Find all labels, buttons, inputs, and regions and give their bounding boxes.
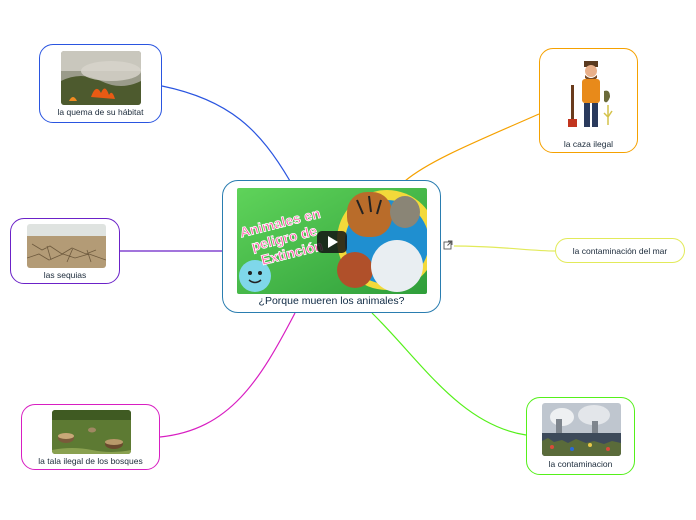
central-video-thumbnail[interactable]: Animales en peligro de Extinción — [237, 188, 427, 294]
link-caza — [404, 113, 540, 182]
hunter-image — [564, 55, 616, 135]
node-contaminacion[interactable]: la contaminacion — [526, 397, 635, 475]
node-label: la contaminacion — [548, 459, 613, 469]
node-tala[interactable]: la tala ilegal de los bosques — [21, 404, 160, 470]
node-caza[interactable]: la caza ilegal — [539, 48, 638, 153]
link-contaminacion — [371, 312, 527, 436]
node-label: las sequias — [43, 270, 87, 280]
drought-image — [27, 224, 106, 268]
node-label: la tala ilegal de los bosques — [38, 456, 143, 466]
link-tala — [159, 312, 296, 438]
central-node[interactable]: Animales en peligro de Extinción ¿Porque… — [222, 180, 441, 313]
fire-image — [61, 51, 141, 105]
link-quema — [161, 85, 291, 182]
node-sequias[interactable]: las sequias — [10, 218, 120, 284]
thumbnail-art: Animales en peligro de Extinción — [237, 188, 427, 294]
node-label: la caza ilegal — [563, 139, 614, 149]
central-label: ¿Porque mueren los animales? — [258, 295, 405, 307]
node-label: la contaminación del mar — [572, 246, 668, 256]
node-mar[interactable]: la contaminación del mar — [555, 238, 685, 263]
node-label: la quema de su hábitat — [57, 107, 144, 117]
pollution-image — [542, 403, 621, 456]
node-quema[interactable]: la quema de su hábitat — [39, 44, 162, 123]
deforestation-image — [52, 410, 131, 454]
play-icon[interactable] — [317, 231, 347, 253]
link-mar — [453, 245, 556, 252]
external-link-icon[interactable] — [443, 240, 453, 250]
